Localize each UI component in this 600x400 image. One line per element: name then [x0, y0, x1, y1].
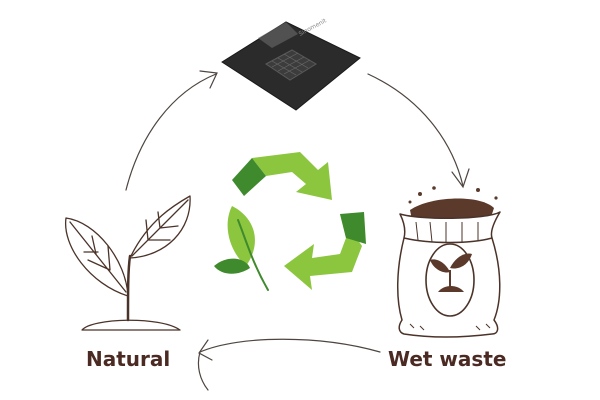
- arrow-sack-to-plant-head: [198, 339, 213, 361]
- plant-stem: [126, 254, 132, 322]
- plant-leaf-right-vein: [131, 199, 189, 257]
- compost-sack-icon: [397, 186, 501, 338]
- arrow-plant-to-device-head: [199, 70, 218, 89]
- recycle-arrow-right: [284, 214, 362, 290]
- label-wet-waste: Wet waste: [388, 347, 507, 371]
- recycle-arrow-top-shade: [232, 158, 266, 196]
- label-natural: Natural: [86, 347, 171, 371]
- compost-tile-icon: Sinomenit: [221, 17, 361, 111]
- leaf-large: [227, 206, 255, 266]
- arrow-tail: [197, 351, 209, 391]
- sack-soil: [410, 198, 494, 220]
- recycle-icon: [232, 152, 366, 290]
- tile-highlight: [258, 22, 298, 48]
- plant-leaf-left: [65, 217, 129, 297]
- sack-neck: [403, 237, 493, 244]
- arrow-device-to-sack-head: [451, 168, 470, 189]
- sack-stitch: [409, 323, 491, 331]
- ground-mound: [81, 319, 181, 331]
- plant-leaf-left-vein: [69, 221, 127, 293]
- leaf-stem: [237, 219, 269, 291]
- leaf-small: [214, 258, 250, 274]
- tile-grid-lines: [271, 52, 311, 76]
- arrow-sack-to-plant: [199, 338, 381, 353]
- sack-badge-leaf-right: [450, 253, 472, 269]
- sack-badge-leaf-left: [430, 259, 450, 273]
- recycle-arrow-top: [252, 152, 332, 200]
- sack-neck-lines: [415, 221, 479, 243]
- recycle-arrow-right-shade: [340, 212, 366, 244]
- arrow-device-to-sack: [367, 73, 464, 187]
- sack-badge-soil: [438, 286, 464, 292]
- cycle-arrows: [125, 70, 470, 391]
- leaf-icon: [214, 206, 269, 291]
- plant-leaf-right: [129, 195, 191, 259]
- arrow-plant-to-device: [125, 73, 217, 191]
- plant-sprout-icon: [65, 195, 191, 331]
- soil-particles: [408, 186, 498, 204]
